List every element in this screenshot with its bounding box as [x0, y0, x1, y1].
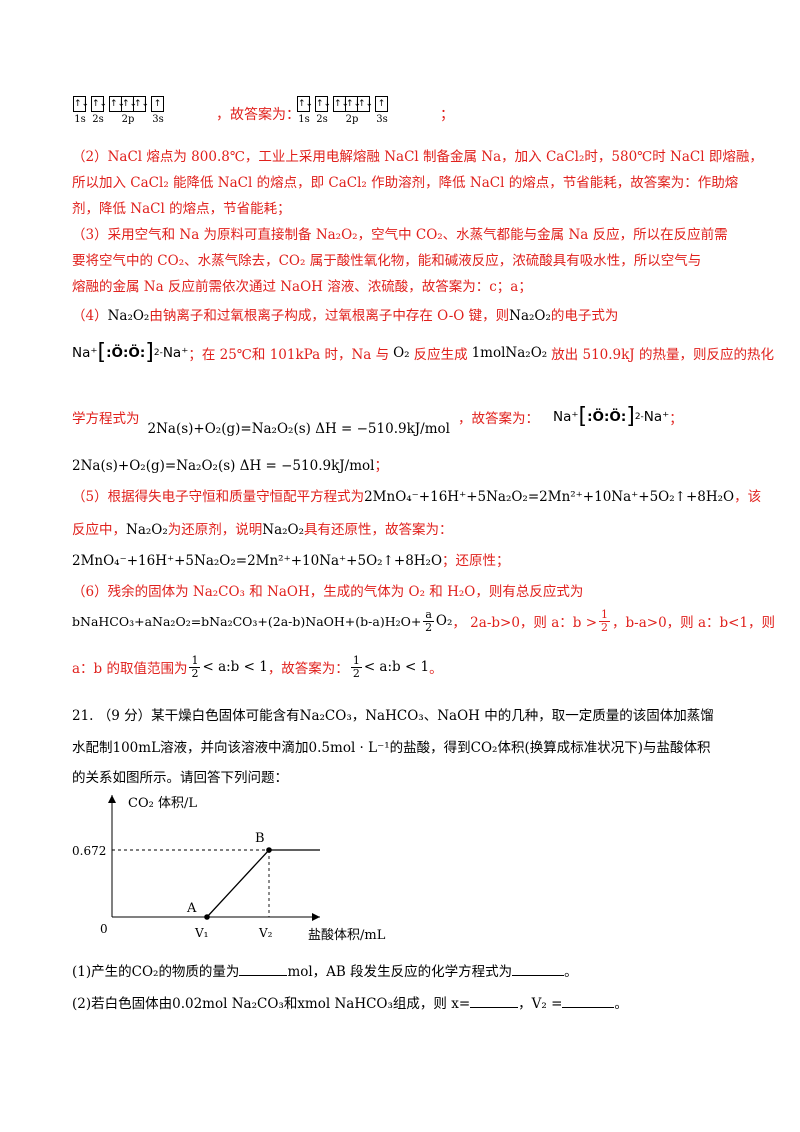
p5-line1: （5）根据得失电子守恒和质量守恒配平方程式为2MnO₄⁻+16H⁺+5Na₂O₂…	[72, 489, 762, 505]
point-b-label: B	[255, 831, 265, 846]
y-axis-label: CO₂ 体积/L	[128, 796, 197, 811]
orbital-box: ↑↓	[357, 96, 373, 112]
y-tick-label: 0.672	[72, 844, 106, 858]
orbital-1s: ↑↓ 1s	[297, 96, 313, 125]
x-axis-label: 盐酸体积/mL	[308, 928, 386, 943]
p4-line4: 2Na(s)+O₂(g)=Na₂O₂(s) ΔH = −510.9kJ/mol；	[72, 458, 388, 474]
q21-sub2: (2)若白色固体由0.02mol Na₂CO₃和xmol NaHCO₃组成，则 …	[72, 996, 628, 1012]
p6-line1: （6）残余的固体为 Na₂CO₃ 和 NaOH，生成的气体为 O₂ 和 H₂O，…	[72, 584, 584, 600]
point-a	[204, 914, 210, 920]
orbital-3s: ↑ 3s	[151, 96, 164, 125]
orbital-label: 2s	[92, 114, 104, 125]
orbital-box: ↑↓	[315, 96, 331, 112]
x-tick-v2: V₂	[258, 926, 273, 940]
orbital-box: ↑	[375, 96, 388, 112]
p2-line1: （2）NaCl 熔点为 800.8℃，工业上采用电解熔融 NaCl 制备金属 N…	[72, 149, 763, 165]
q21-line3: 的关系如图所示。请回答下列问题：	[72, 770, 288, 786]
q21-line2: 水配制100mL溶液，并向该溶液中滴加0.5mol · L⁻¹的盐酸，得到CO₂…	[72, 740, 711, 756]
p3-line2: 要将空气中的 CO₂、水蒸气除去，CO₂ 属于酸性氧化物，能和碱液反应，浓硫酸具…	[72, 253, 702, 269]
orbital-box: ↑↓	[91, 96, 107, 112]
x-tick-v1: V₁	[194, 926, 208, 940]
orbital-2p: ↑↓↑↓↑↓2p	[109, 96, 149, 125]
p3-line1: （3）采用空气和 Na 为原料可直接制备 Na₂O₂，空气中 CO₂、水蒸气都能…	[72, 227, 728, 243]
orbital-2p: ↑↓↑↓↑↓2p	[333, 96, 373, 125]
orbital-box: ↑↓	[297, 96, 313, 112]
p3-line3: 熔融的金属 Na 反应前需依次通过 NaOH 溶液、浓硫酸，故答案为：c；a；	[72, 279, 532, 295]
point-b	[266, 847, 272, 853]
series-line	[206, 849, 320, 918]
orbital-1s: ↑↓ 1s	[73, 96, 89, 125]
orbital-box: ↑↓	[133, 96, 149, 112]
peroxide-electron-formula-answer: Na⁺[:Ö:Ö:]2-Na⁺	[552, 404, 670, 429]
p2-line2: 所以加入 CaCl₂ 能降低 NaCl 的熔点，即 CaCl₂ 作助溶剂，降低 …	[72, 175, 739, 191]
y-axis-arrow	[108, 795, 116, 803]
origin-label: 0	[100, 922, 108, 936]
orbital-label: 2p	[345, 114, 359, 125]
p5-line2: 反应中，Na₂O₂为还原剂，说明Na₂O₂具有还原性，故答案为：	[72, 522, 453, 538]
orbital-label: 1s	[298, 114, 310, 125]
orbital-label: 2s	[316, 114, 328, 125]
semicolon: ；	[440, 107, 454, 123]
p4-line1: （4）Na₂O₂由钠离子和过氧根离子构成，过氧根离子中存在 O-O 键，则Na₂…	[72, 308, 619, 324]
orbital-label: 3s	[152, 114, 164, 125]
point-a-label: A	[186, 901, 197, 916]
orbital-box: ↑	[151, 96, 164, 112]
orbital-2s: ↑↓ 2s	[91, 96, 107, 125]
orbital-label: 2p	[121, 114, 135, 125]
orbital-diagram-1: ↑↓1s↑↓2s↑↓↑↓↑↓2p↑3s	[73, 96, 164, 125]
orbital-box: ↑↓	[73, 96, 89, 112]
p2-line3: 剂，降低 NaCl 的熔点，节省能耗；	[72, 201, 291, 217]
answer-text: ，故答案为：	[216, 107, 300, 123]
q21-line1: 21. （9 分）某干燥白色固体可能含有Na₂CO₃，NaHCO₃、NaOH 中…	[72, 708, 714, 724]
orbital-diagram-2: ↑↓1s↑↓2s↑↓↑↓↑↓2p↑3s	[297, 96, 388, 125]
orbital-label: 1s	[74, 114, 86, 125]
x-axis-arrow	[312, 913, 320, 921]
orbital-label: 3s	[376, 114, 388, 125]
orbital-2s: ↑↓ 2s	[315, 96, 331, 125]
peroxide-electron-formula: Na⁺ [:Ö:Ö:]2-Na⁺	[72, 340, 189, 365]
orbital-3s: ↑ 3s	[375, 96, 388, 125]
p6-line2: bNaHCO₃+aNa₂O₂=bNa₂CO₃+(2a-b)NaOH+(b-a)H…	[72, 608, 776, 634]
p5-line3: 2MnO₄⁻+16H⁺+5Na₂O₂=2Mn²⁺+10Na⁺+5O₂↑+8H₂O…	[72, 553, 510, 569]
